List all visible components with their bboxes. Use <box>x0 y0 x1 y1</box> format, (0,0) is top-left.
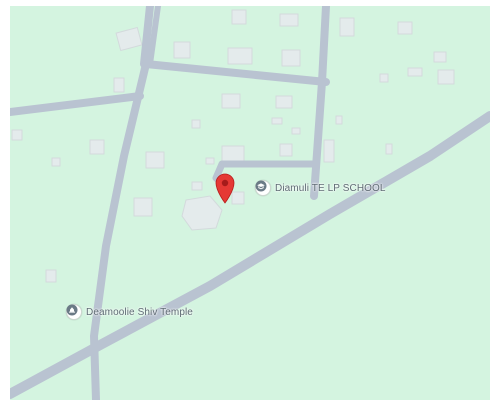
road <box>140 6 154 68</box>
poi-temple-label: Deamoolie Shiv Temple <box>86 306 193 318</box>
building <box>191 181 203 191</box>
building <box>11 129 23 141</box>
building <box>191 119 201 129</box>
building-layer <box>11 9 455 283</box>
road <box>10 111 490 399</box>
building <box>339 17 355 37</box>
building <box>115 26 143 52</box>
building <box>113 77 125 93</box>
building <box>385 143 393 155</box>
building <box>89 139 105 155</box>
building <box>51 157 61 167</box>
building <box>45 269 57 283</box>
building <box>271 117 283 125</box>
building <box>379 73 389 83</box>
building <box>407 67 423 77</box>
building <box>323 139 335 163</box>
poi-temple[interactable]: Deamoolie Shiv Temple <box>66 304 193 320</box>
building <box>279 143 293 157</box>
road <box>10 92 144 116</box>
road <box>142 60 330 86</box>
building <box>173 41 191 59</box>
road <box>147 6 161 67</box>
building <box>221 93 241 109</box>
building <box>433 51 447 63</box>
building <box>437 69 455 85</box>
temple-icon <box>66 304 82 320</box>
building <box>231 9 247 25</box>
building <box>181 195 223 231</box>
building <box>231 191 245 205</box>
road <box>90 60 150 400</box>
building <box>281 49 301 67</box>
poi-school-label: Diamuli TE LP SCHOOL <box>275 182 386 194</box>
school-cap-icon <box>255 180 271 196</box>
building <box>205 157 215 165</box>
poi-school[interactable]: Diamuli TE LP SCHOOL <box>255 180 386 196</box>
location-marker[interactable] <box>214 172 236 204</box>
building <box>227 47 253 65</box>
location-pin-icon <box>215 173 235 204</box>
building <box>291 127 301 135</box>
building <box>221 145 245 163</box>
road <box>310 6 330 200</box>
building <box>397 21 413 35</box>
road-layer <box>10 6 490 400</box>
building <box>133 197 153 217</box>
map-canvas[interactable]: Diamuli TE LP SCHOOL Deamoolie Shiv Temp… <box>10 6 490 400</box>
building <box>275 95 293 109</box>
map-layer <box>10 6 490 400</box>
building <box>279 13 299 27</box>
building <box>145 151 165 169</box>
building <box>335 115 343 125</box>
